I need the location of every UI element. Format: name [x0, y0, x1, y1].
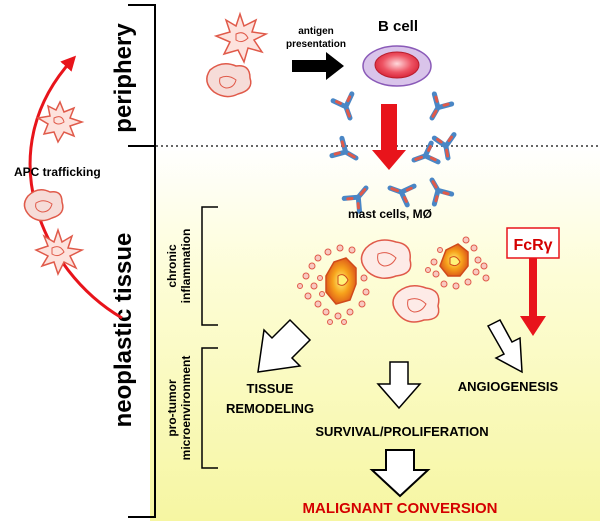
- periphery-label: periphery: [110, 23, 137, 133]
- fcr-label: FcRγ: [513, 237, 552, 254]
- macrophage-icon: [392, 285, 440, 323]
- mast-cell-icon: [325, 257, 357, 305]
- dendritic-cell-periphery: [213, 11, 269, 65]
- apc-trafficking-arrow: [28, 55, 123, 320]
- antigen-label-line1: antigen: [298, 26, 334, 37]
- antibody-cluster: [329, 91, 457, 214]
- apc-cell-icon: [23, 189, 64, 222]
- tissue-label-line2: REMODELING: [226, 401, 314, 416]
- protumor-label-line2: microenvironment: [179, 356, 193, 461]
- b-cell-label: B cell: [378, 18, 418, 35]
- malignant-conversion-label: MALIGNANT CONVERSION: [303, 500, 498, 517]
- antibody-icon: [341, 185, 369, 214]
- arrow-to-tissue-remodeling: [257, 318, 312, 373]
- tissue-label-line1: TISSUE: [247, 381, 294, 396]
- dendritic-cell-icon-upper: [35, 100, 85, 144]
- protumor-label-line1: pro-tumor: [165, 379, 179, 437]
- chronic-label-line1: chronic: [165, 244, 179, 288]
- apc-trafficking-label: APC trafficking: [14, 165, 101, 179]
- fcr-down-arrow: [520, 258, 546, 336]
- arrow-to-survival: [376, 361, 422, 410]
- b-cell-down-arrow: [372, 104, 406, 170]
- protumor-bracket: [201, 347, 218, 469]
- survival-label: SURVIVAL/PROLIFERATION: [315, 424, 488, 439]
- neoplastic-tissue-label: neoplastic tissue: [110, 233, 137, 428]
- antigen-presentation-arrow: [292, 52, 344, 80]
- mast-cell-icon: [439, 243, 469, 277]
- macrophage-icon: [360, 239, 412, 279]
- chronic-label-line2: inflammation: [179, 229, 193, 304]
- antibody-icon: [387, 183, 417, 208]
- antigen-label-line2: presentation: [286, 39, 346, 50]
- antibody-icon: [411, 140, 441, 165]
- arrow-to-malignant: [369, 449, 431, 498]
- antibody-icon: [429, 177, 455, 207]
- chronic-inflammation-bracket: [201, 206, 218, 326]
- granules-left: [297, 244, 370, 325]
- antibody-icon: [431, 132, 457, 161]
- mast-cells-label: mast cells, MØ: [348, 207, 432, 221]
- antibody-icon: [329, 135, 359, 161]
- dendritic-cell-icon: [34, 227, 85, 276]
- b-cell-nucleus: [374, 51, 420, 79]
- neoplastic-background: [150, 146, 600, 521]
- granules-right: [425, 236, 490, 290]
- antibody-icon: [429, 91, 455, 121]
- arrow-to-angiogenesis: [486, 319, 523, 374]
- antibody-icon: [330, 91, 355, 121]
- apc-cell-periphery: [206, 63, 252, 98]
- angiogenesis-label: ANGIOGENESIS: [458, 379, 559, 394]
